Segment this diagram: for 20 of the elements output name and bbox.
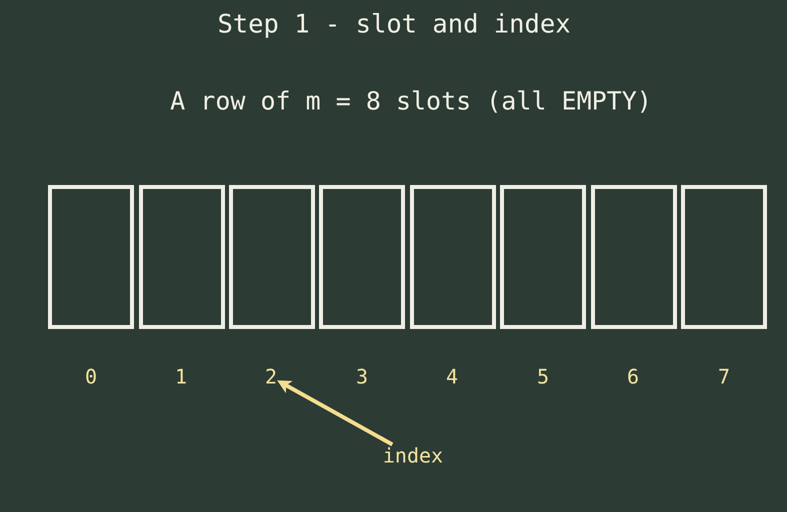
title: Step 1 - slot and index <box>217 10 571 40</box>
slot-box <box>319 185 405 329</box>
slot-box <box>139 185 225 329</box>
arrow <box>277 380 394 446</box>
index-number: 2 <box>264 366 278 388</box>
slot-box <box>48 185 134 329</box>
callout-label: index <box>382 444 444 468</box>
index-number: 5 <box>536 366 550 388</box>
slot-box <box>229 185 315 329</box>
subtitle: A row of m = 8 slots (all EMPTY) <box>170 88 652 116</box>
index-number: 4 <box>446 366 458 388</box>
index-number: 3 <box>356 366 368 388</box>
slot-box <box>591 185 677 329</box>
index-number: 7 <box>718 366 730 388</box>
index-number: 1 <box>174 366 188 388</box>
slot-box <box>681 185 767 329</box>
index-number: 6 <box>626 366 640 388</box>
slot-box <box>500 185 586 329</box>
slot-box <box>410 185 496 329</box>
index-number: 0 <box>84 366 98 388</box>
